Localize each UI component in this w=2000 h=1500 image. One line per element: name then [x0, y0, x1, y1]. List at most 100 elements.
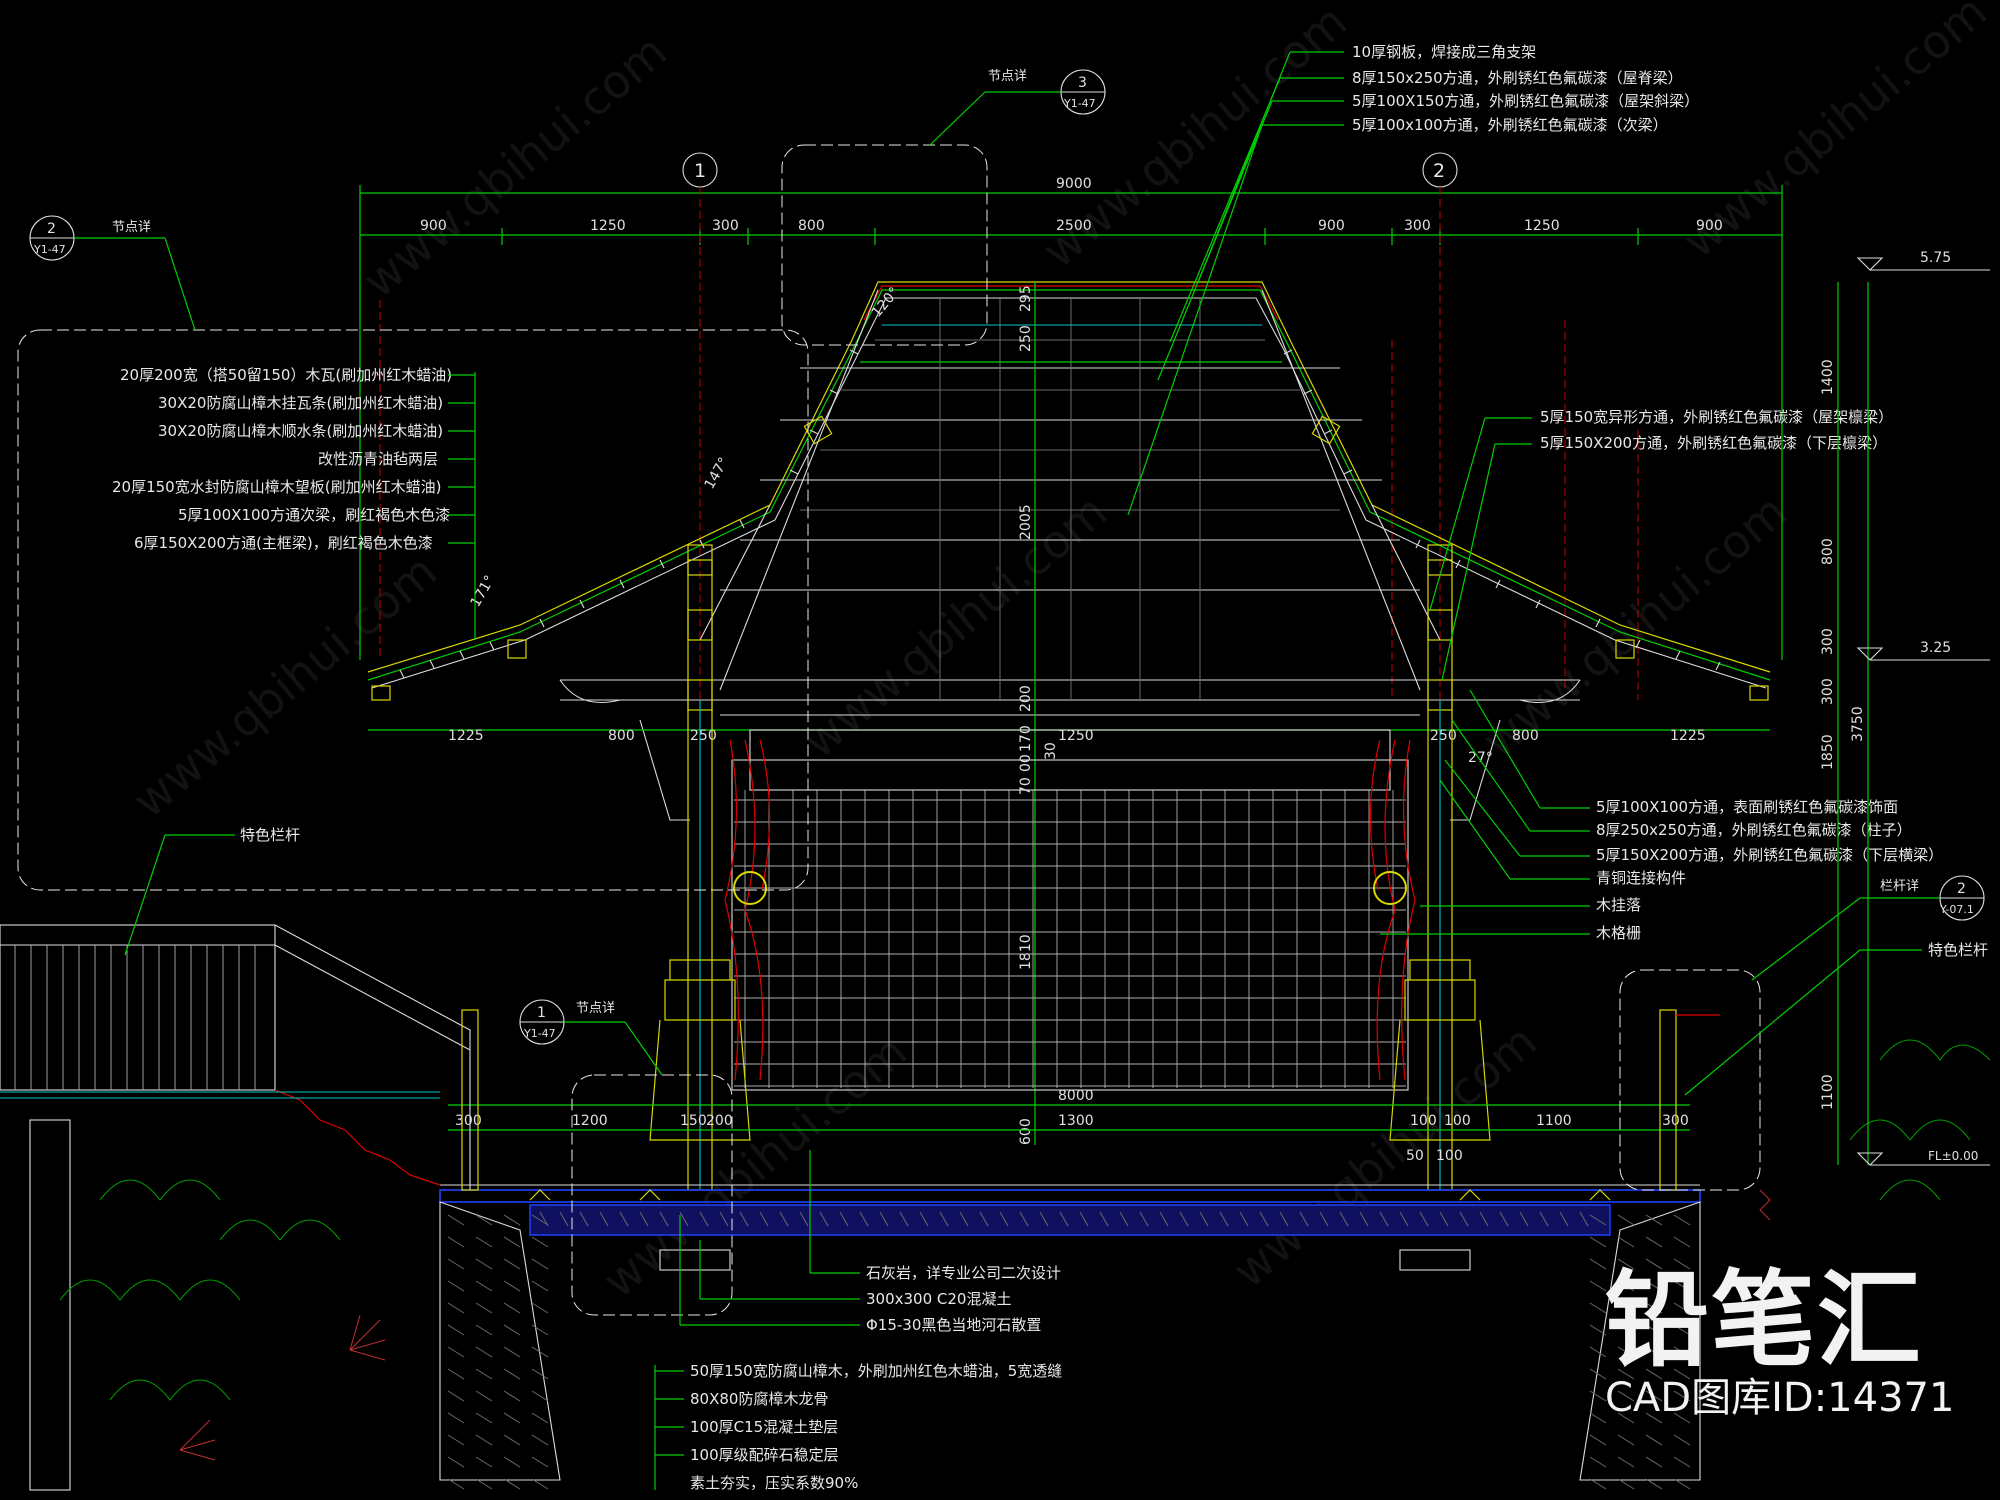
- dim-total-span: 9000: [1056, 176, 1092, 192]
- angle-labels: 120° 147° 171° 27°: [468, 284, 1493, 766]
- detail-ref-railing: 2 Y-07.1 栏杆详: [1751, 875, 1985, 981]
- dim-text: 300: [1820, 628, 1836, 655]
- right-dimension-chain: 1400 800 300 300 3750 1850 1100: [1820, 282, 1869, 1165]
- dim-text: 1250: [1058, 728, 1094, 744]
- dim-text: 1250: [1524, 218, 1560, 234]
- dim-text: 800: [1512, 728, 1539, 744]
- dim-text: 900: [1696, 218, 1723, 234]
- dim-text: 300: [712, 218, 739, 234]
- dim-text: 900: [420, 218, 447, 234]
- callout-text: 100厚C15混凝土垫层: [690, 1418, 838, 1436]
- brand-watermark: 铅笔汇 CAD图库ID:14371: [1605, 1265, 1954, 1421]
- dim-text: 2005: [1018, 504, 1034, 540]
- ref-label: 节点详: [112, 220, 151, 235]
- ref-label: 节点详: [576, 1001, 615, 1016]
- level-mark: 3.25: [1920, 640, 1951, 656]
- dim-text: 200: [706, 1113, 733, 1129]
- callout-right-low: 5厚100X100方通，表面刷锈红色氟碳漆饰面 8厚250x250方通，外刷锈红…: [1380, 689, 1943, 942]
- left-railing-stair: [0, 924, 479, 1491]
- callout-text: 8厚150x250方通，外刷锈红色氟碳漆（屋脊梁）: [1352, 69, 1683, 87]
- dim-text: 1400: [1820, 359, 1836, 395]
- angle-label: 147°: [702, 455, 733, 492]
- dim-text: 250: [1430, 728, 1457, 744]
- callout-text: Φ15-30黑色当地河石散置: [866, 1316, 1041, 1334]
- dim-text: 1300: [1058, 1113, 1094, 1129]
- dim-text: 50: [1406, 1148, 1424, 1164]
- callout-text: 5厚100X100方通次梁，刷红褐色木色漆: [178, 506, 450, 524]
- watermark-text: www.qbihui.com: [1222, 1014, 1547, 1299]
- dim-text: 800: [608, 728, 635, 744]
- callout-text: 5厚100X150方通，外刷锈红色氟碳漆（屋架斜梁）: [1352, 92, 1699, 110]
- callout-text: 素土夯实，压实系数90%: [690, 1474, 858, 1492]
- detail-ref-2: 2 Y1-47 节点详: [29, 215, 196, 331]
- dim-text: 300: [1404, 218, 1431, 234]
- ref-sheet: Y1-47: [33, 243, 66, 256]
- callout-text: 6厚150X200方通(主框梁)，刷红褐色木色漆: [134, 534, 433, 552]
- dim-text: 800: [1820, 538, 1836, 565]
- wood-lattice-screen: [724, 729, 1416, 1091]
- dim-text: 150: [680, 1113, 707, 1129]
- ridge-dimension: 295 250 2005 200 170 00 70 1810 600 30: [1018, 282, 1059, 1145]
- dim-text: 600: [1018, 1118, 1034, 1145]
- callout-text: 100厚级配碎石稳定层: [690, 1446, 839, 1464]
- dim-text: 30: [1043, 742, 1059, 760]
- callout-text: 石灰岩，详专业公司二次设计: [866, 1264, 1061, 1282]
- dim-text: 200: [1018, 685, 1034, 712]
- ground-section: [439, 1184, 1701, 1490]
- dim-text: 100: [1436, 1148, 1463, 1164]
- watermark-text: www.qbihui.com: [122, 544, 447, 829]
- dim-text: 70: [1018, 777, 1034, 795]
- dim-text: 100: [1444, 1113, 1471, 1129]
- callout-text: 青铜连接构件: [1596, 869, 1686, 887]
- callout-text: 特色栏杆: [1928, 941, 1988, 959]
- callout-text: 5厚150X200方通，外刷锈红色氟碳漆（下层檩梁）: [1540, 434, 1887, 452]
- planting-right: [1759, 1039, 1991, 1221]
- dim-text: 1100: [1820, 1074, 1836, 1110]
- ref-num: 3: [1078, 75, 1087, 91]
- axis-label: 1: [694, 160, 706, 182]
- level-markers: 5.75 3.25 FL±0.00: [1856, 250, 1990, 1166]
- callout-text: 50厚150宽防腐山樟木，外刷加州红色木蜡油，5宽透缝: [690, 1362, 1062, 1380]
- callout-text: 5厚150X200方通，外刷锈红色氟碳漆（下层横梁）: [1596, 846, 1943, 864]
- watermark-text: www.qbihui.com: [1472, 484, 1797, 769]
- dim-text: 170: [1018, 725, 1034, 752]
- roof-structure: [367, 281, 1771, 821]
- callout-text: 5厚100x100方通，外刷锈红色氟碳漆（次梁）: [1352, 116, 1668, 134]
- level-mark: 5.75: [1920, 250, 1951, 266]
- watermark-text: www.qbihui.com: [792, 484, 1117, 769]
- dim-text: 300: [1820, 678, 1836, 705]
- planting-left: [59, 1179, 386, 1461]
- ref-sheet: Y1-47: [523, 1027, 556, 1040]
- top-dimension-texts: 9000 900 1250 300 800 2500 900 300 1250 …: [420, 176, 1723, 234]
- callout-text: 8厚250x250方通，外刷锈红色氟碳漆（柱子）: [1596, 821, 1912, 839]
- ref-sheet: Y-07.1: [1939, 903, 1974, 916]
- callout-bottom: 石灰岩，详专业公司二次设计 300x300 C20混凝土 Φ15-30黑色当地河…: [654, 1150, 1062, 1492]
- dim-text: 1850: [1820, 734, 1836, 770]
- callout-text: 30X20防腐山樟木挂瓦条(刷加州红木蜡油): [158, 394, 443, 412]
- dim-text: 1225: [1670, 728, 1706, 744]
- callout-text: 20厚200宽（搭50留150）木瓦(刷加州红木蜡油): [120, 366, 452, 384]
- floor-dimension-lines: 8000 300 1200 150 200 1300 100 100 1100 …: [448, 1088, 1690, 1164]
- callout-text: 改性沥青油毡两层: [318, 450, 438, 468]
- dim-text: 1200: [572, 1113, 608, 1129]
- top-dimension-lines: [359, 185, 1783, 660]
- callout-text: 300x300 C20混凝土: [866, 1290, 1011, 1308]
- dim-text: 250: [690, 728, 717, 744]
- brand-caption: CAD图库ID:14371: [1605, 1375, 1955, 1421]
- detail-ref-1: 1 Y1-47 节点详: [519, 999, 663, 1076]
- angle-label: 171°: [468, 573, 499, 610]
- callout-text: 木挂落: [1596, 896, 1641, 914]
- dim-text: 00: [1018, 754, 1034, 772]
- brand-logo: 铅笔汇: [1605, 1259, 1924, 1381]
- callout-right-mid: 5厚150宽异形方通，外刷锈红色氟碳漆（屋架檩梁） 5厚150X200方通，外刷…: [1429, 408, 1893, 681]
- detail-ref-3: 3 Y1-47 节点详: [929, 69, 1106, 146]
- dim-text: 800: [798, 218, 825, 234]
- railing-labels: 特色栏杆 特色栏杆: [124, 826, 1988, 1096]
- dim-text: 100: [1410, 1113, 1437, 1129]
- dim-text: 1225: [448, 728, 484, 744]
- dim-text: 900: [1318, 218, 1345, 234]
- ref-label: 栏杆详: [1880, 879, 1919, 894]
- ref-label: 节点详: [988, 69, 1027, 84]
- axis-label: 2: [1433, 160, 1445, 182]
